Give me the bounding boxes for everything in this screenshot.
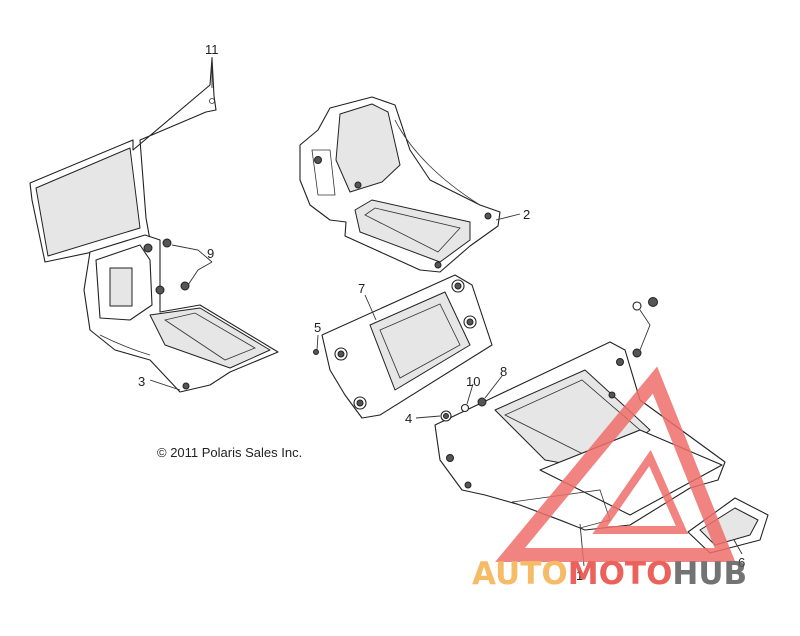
callout-10: 10 [466,374,480,389]
callout-8: 8 [500,364,507,379]
callout-7: 7 [358,281,365,296]
part-2-housing [299,96,501,273]
callout-5: 5 [314,320,321,335]
part-5-screw [313,349,319,355]
callout-4: 4 [405,411,412,426]
callout-3: 3 [138,374,145,389]
watermark-text: AUTOMOTOHUB [472,556,747,592]
automotohub-watermark-logo: AUTOMOTOHUB [472,366,747,592]
watermark-triangle-inner [592,449,689,534]
leader-lines [149,57,743,567]
callout-11: 11 [205,42,219,57]
part-7-cover [321,274,493,419]
callout-1: 1 [576,568,583,583]
callout-9: 9 [207,246,214,261]
small-hardware [440,297,658,422]
callout-6: 6 [738,555,745,570]
callout-labels: 11 2 9 7 5 3 10 8 4 1 6 [138,42,745,583]
watermark-moto: MOTO [568,556,673,592]
watermark-hub: HUB [672,556,747,592]
callout-2: 2 [523,207,530,222]
watermark-auto: AUTO [472,556,568,592]
copyright-notice: © 2011 Polaris Sales Inc. [157,445,303,460]
watermark-triangle-outer [495,366,736,562]
part-3-floor-pan [83,234,279,393]
part-11-panel [29,57,217,263]
part-9-nuts [162,238,190,291]
